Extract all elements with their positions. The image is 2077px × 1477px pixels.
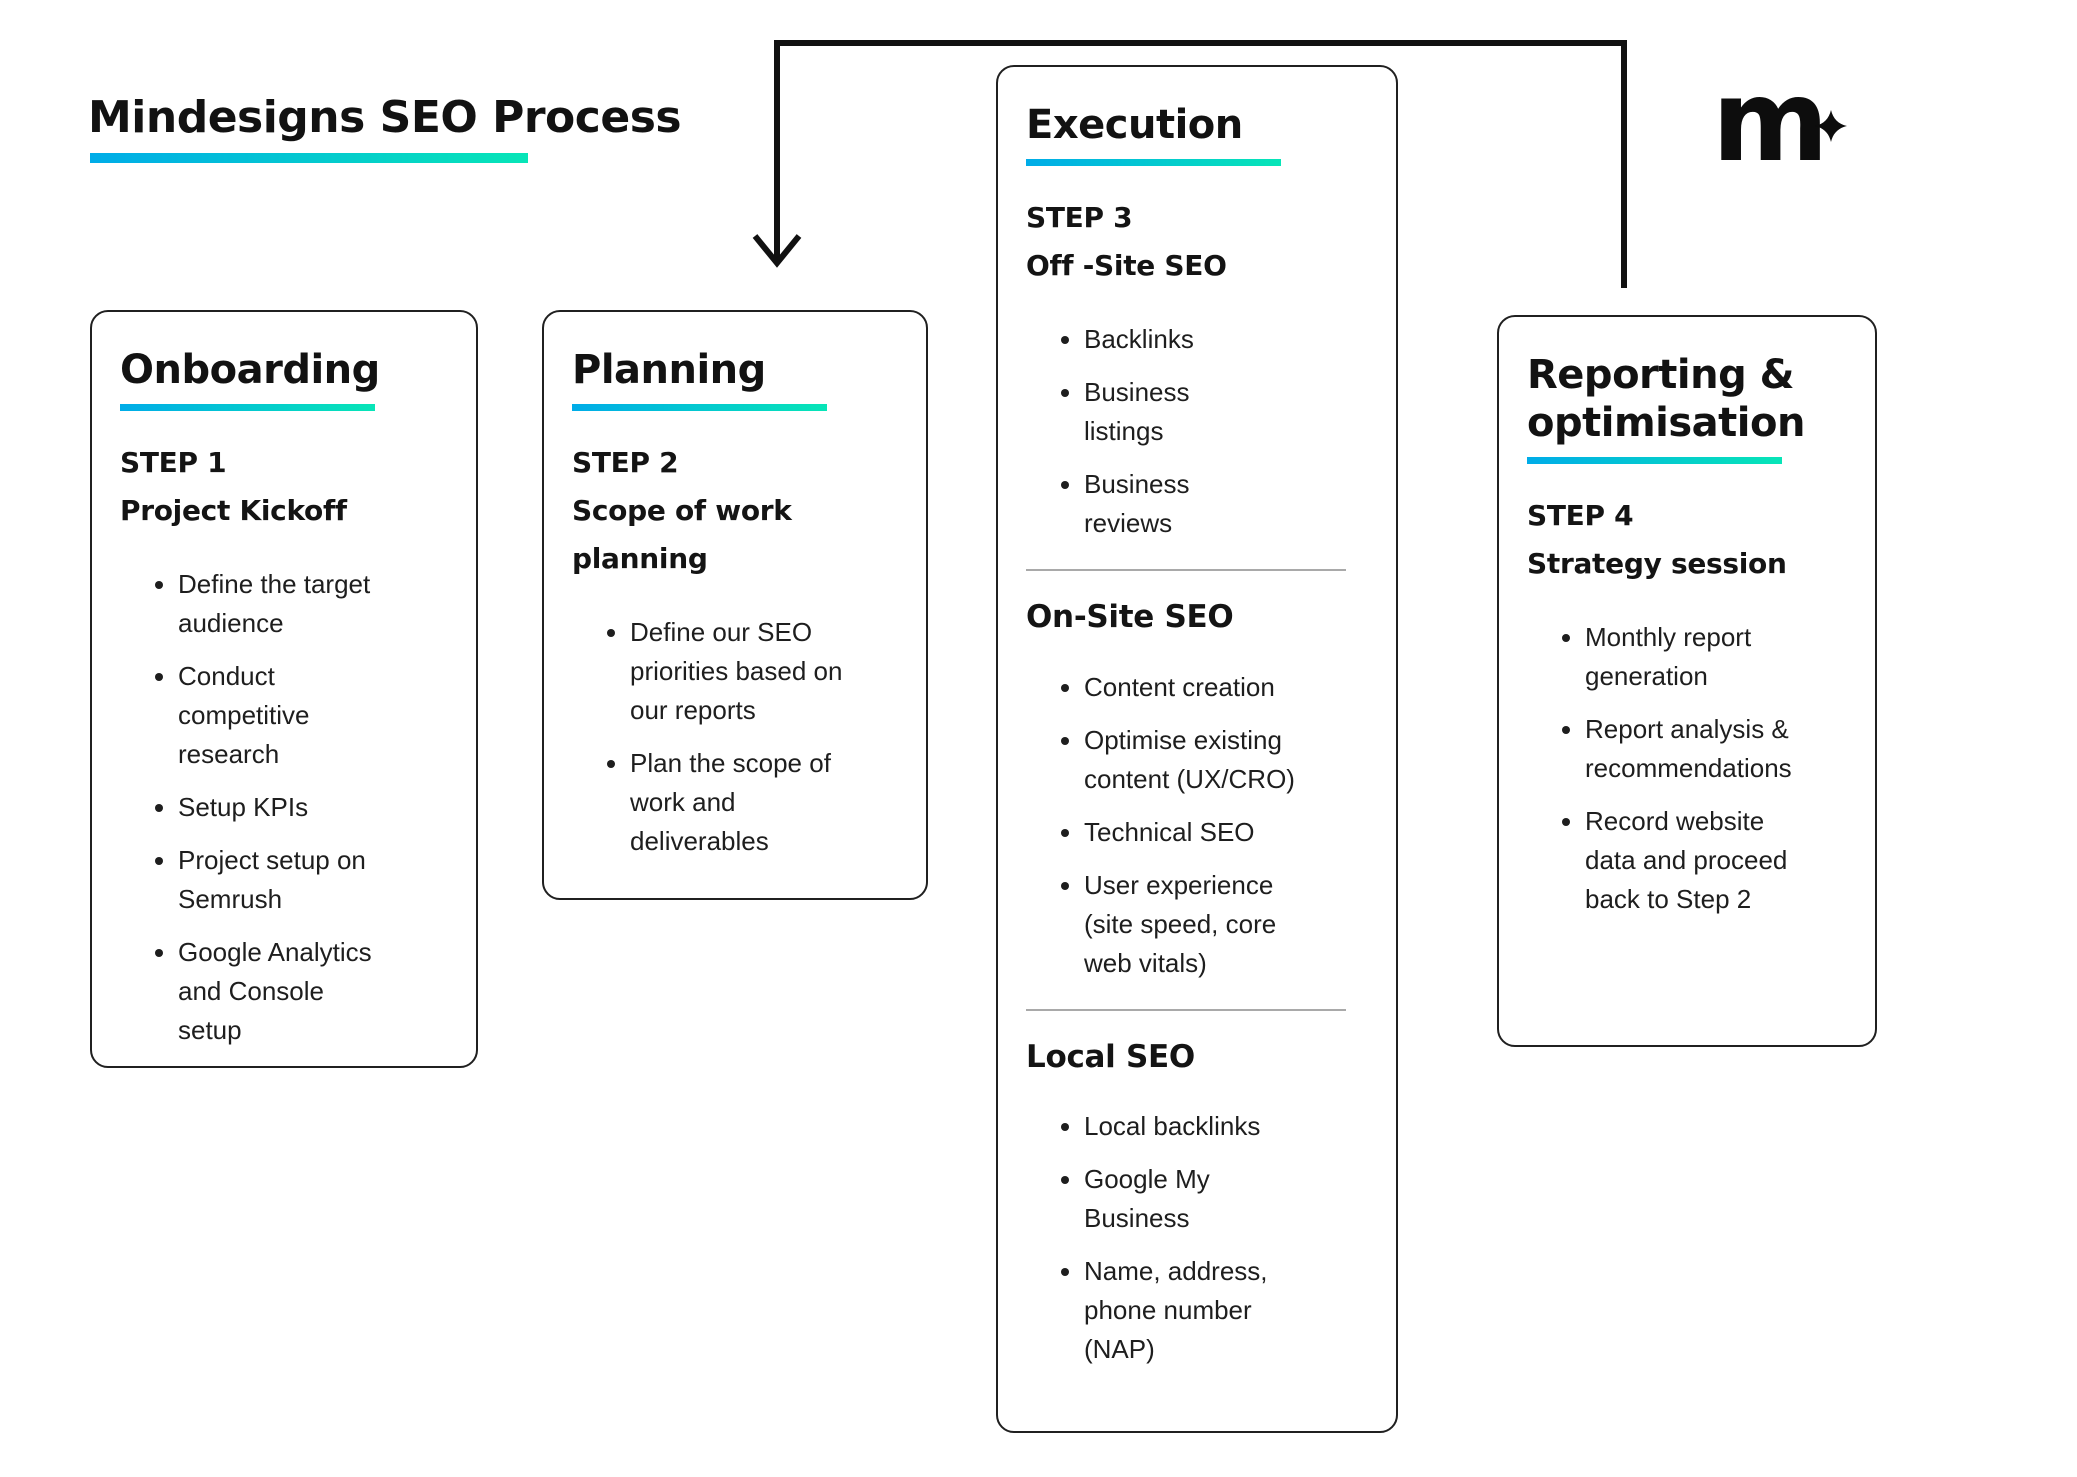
step-label: STEP 3 <box>1026 201 1133 234</box>
step-label: STEP 4 <box>1527 499 1634 532</box>
card-onboarding: Onboarding STEP 1 Project Kickoff Define… <box>90 310 478 1068</box>
bullet-list: Define our SEO priorities based on our r… <box>572 613 898 861</box>
brand-letter: m <box>1712 57 1829 187</box>
step-subtitle: Project Kickoff <box>120 494 347 528</box>
card-title: Reporting & optimisation <box>1527 352 1805 446</box>
list-item: Optimise existing content (UX/CRO) <box>1084 721 1299 799</box>
step-label: STEP 2 <box>572 446 679 479</box>
bullet-list: BacklinksBusiness listingsBusiness revie… <box>1026 320 1368 543</box>
list-item: Plan the scope of work and deliverables <box>630 744 845 861</box>
list-item: Business listings <box>1084 373 1239 451</box>
section-divider <box>1026 569 1346 572</box>
brand-logo: m <box>1712 66 1872 196</box>
page-title-underline <box>90 153 528 163</box>
card-title: Onboarding <box>120 347 380 393</box>
list-item: User experience (site speed, core web vi… <box>1084 866 1299 983</box>
step-label: STEP 1 <box>120 446 227 479</box>
section-heading: Off -Site SEO <box>1026 249 1227 283</box>
list-item: Define our SEO priorities based on our r… <box>630 613 845 730</box>
card-title-underline <box>1026 159 1281 166</box>
section-heading: On-Site SEO <box>1026 599 1234 636</box>
list-item: Business reviews <box>1084 465 1239 543</box>
card-title-underline <box>1527 457 1782 464</box>
section-off-site-seo: STEP 3 Off -Site SEO <box>1026 194 1368 290</box>
list-item: Backlinks <box>1084 320 1239 359</box>
bullet-list: Content creationOptimise existing conten… <box>1026 668 1368 983</box>
card-title-underline <box>572 404 827 411</box>
card-title-underline <box>120 404 375 411</box>
list-item: Report analysis & recommendations <box>1585 710 1800 788</box>
list-item: Technical SEO <box>1084 813 1299 852</box>
list-item: Content creation <box>1084 668 1299 707</box>
sparkle-icon <box>1815 110 1847 142</box>
card-planning: Planning STEP 2 Scope of work planning D… <box>542 310 928 900</box>
list-item: Project setup on Semrush <box>178 841 393 919</box>
list-item: Conduct competitive research <box>178 657 393 774</box>
list-item: Monthly report generation <box>1585 618 1800 696</box>
list-item: Define the target audience <box>178 565 393 643</box>
section-heading: Local SEO <box>1026 1038 1195 1075</box>
list-item: Setup KPIs <box>178 788 393 827</box>
card-reporting: Reporting & optimisation STEP 4 Strategy… <box>1497 315 1877 1047</box>
bullet-list: Local backlinksGoogle My BusinessName, a… <box>1026 1107 1368 1369</box>
list-item: Google Analytics and Console setup <box>178 933 393 1050</box>
step-subtitle: Scope of work planning <box>572 494 792 576</box>
list-item: Record website data and proceed back to … <box>1585 802 1800 919</box>
list-item: Name, address, phone number (NAP) <box>1084 1252 1299 1369</box>
section-divider <box>1026 1008 1346 1011</box>
bullet-list: Monthly report generationReport analysis… <box>1527 618 1847 919</box>
list-item: Local backlinks <box>1084 1107 1299 1146</box>
bullet-list: Define the target audienceConduct compet… <box>120 565 448 1050</box>
step-subtitle: Strategy session <box>1527 547 1787 581</box>
card-execution: Execution STEP 3 Off -Site SEO Backlinks… <box>996 65 1398 1433</box>
list-item: Google My Business <box>1084 1160 1299 1238</box>
page-title: Mindesigns SEO Process <box>88 92 682 143</box>
card-title: Execution <box>1026 102 1243 148</box>
card-title: Planning <box>572 347 766 393</box>
